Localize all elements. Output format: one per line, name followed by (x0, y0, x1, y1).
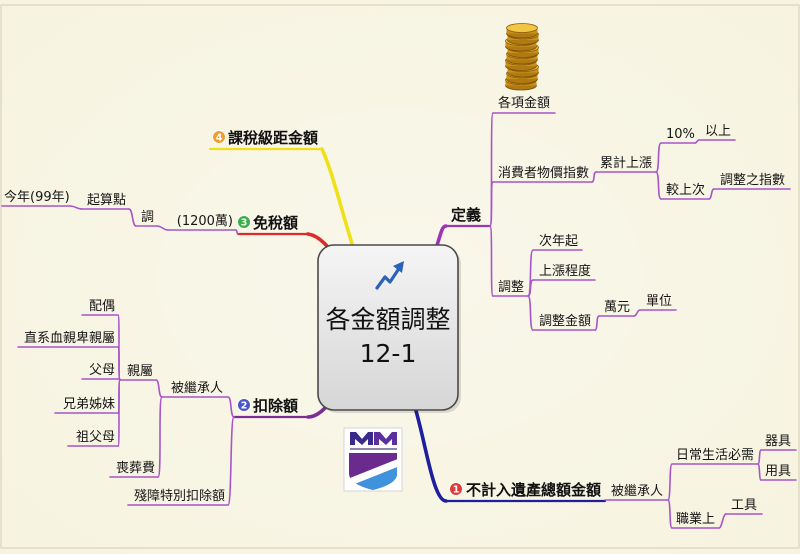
badge-number: 4 (216, 133, 223, 144)
node-decedent-deduction: 被繼承人 (171, 381, 223, 396)
node-adjusted-amount: 調整金額 (539, 313, 591, 329)
badge-4: 4 (212, 130, 226, 144)
node-adjust: 調 (141, 210, 154, 225)
topic-deduction: 扣除額 (253, 397, 298, 415)
logo-shield (349, 453, 397, 490)
connector-line (69, 205, 83, 210)
node-grandparents: 祖父母 (76, 430, 115, 445)
node-this-year: 今年(99年) (4, 189, 70, 205)
logo-microtext-bar (350, 448, 397, 450)
connector-line (489, 181, 494, 227)
node-utensils: 用具 (765, 464, 791, 479)
node-relatives: 親屬 (127, 364, 153, 379)
connector-line (157, 396, 163, 478)
connector-line (655, 171, 662, 200)
node-parents: 父母 (89, 363, 115, 378)
node-daily-necessities: 日常生活必需 (676, 448, 754, 463)
connector-line (227, 416, 235, 506)
connector-line (227, 396, 235, 418)
badge-number: 2 (241, 401, 248, 412)
connector-line (489, 225, 494, 297)
connector-line (718, 513, 727, 529)
node-decedent-excluded: 被繼承人 (611, 484, 663, 499)
badge-3: 3 (237, 215, 251, 229)
connector-line (155, 379, 163, 398)
node-versus-last: 較上次 (666, 182, 705, 198)
badge-1: 1 (449, 482, 463, 496)
badge-number: 3 (241, 218, 248, 229)
node-funeral: 喪葬費 (116, 461, 155, 476)
topic-excluded: 不計入遺產總額金額 (466, 481, 601, 499)
node-above: 以上 (705, 124, 731, 139)
node-disability: 殘障特別扣除額 (134, 488, 225, 504)
node-lineal-descendants: 直系血親卑親屬 (24, 330, 115, 346)
node-adjustment: 調整 (498, 280, 524, 295)
logo-emblem-right (374, 432, 397, 445)
connector-line (655, 142, 662, 173)
central-topic-title: 各金額調整 (325, 305, 450, 334)
node-unit: 單位 (646, 294, 672, 309)
topic-exemption: 免稅額 (253, 214, 298, 232)
node-occupational: 職業上 (676, 511, 715, 527)
coin-stack-icon (505, 23, 539, 91)
university-logo (343, 427, 403, 492)
connector-line (667, 499, 673, 529)
sub-branch-lines (1, 112, 797, 529)
main-label-underlines (208, 147, 607, 503)
node-ten-thousand: 萬元 (604, 300, 630, 315)
connector-line (667, 463, 673, 501)
topic-definition: 定義 (451, 206, 481, 224)
node-cumulative-rise: 累計上漲 (600, 155, 652, 171)
node-amounts: 各項金額 (498, 95, 550, 111)
node-next-year: 次年起 (539, 233, 578, 249)
node-cpi: 消費者物價指數 (498, 166, 589, 181)
connector-line (527, 295, 534, 331)
node-rise-degree: 上漲程度 (539, 263, 591, 279)
page-frame (0, 4, 800, 549)
connector-line (117, 379, 121, 447)
central-topic-subtitle: 12-1 (360, 339, 417, 368)
connector-line (156, 225, 169, 231)
logo-emblem-left (350, 432, 373, 445)
coin (506, 23, 538, 39)
central-topic-box (317, 244, 459, 411)
node-tools: 工具 (731, 498, 757, 513)
topic-tax-bracket: 課稅級距金額 (228, 129, 318, 147)
node-siblings: 兄弟姊妹 (63, 397, 115, 412)
badge-number: 1 (453, 485, 460, 496)
central-topic: 各金額調整 12-1 (317, 244, 461, 413)
node-adjusted-index: 調整之指數 (720, 173, 785, 188)
node-appliances: 器具 (765, 434, 791, 449)
trend-arrow-icon (375, 261, 404, 290)
node-exemption-amount: (1200萬) (177, 214, 233, 229)
connector-line (128, 208, 137, 227)
node-spouse: 配偶 (89, 299, 115, 314)
node-starting-point: 起算點 (87, 193, 126, 208)
node-ten-percent: 10% (666, 127, 695, 142)
badge-2: 2 (237, 398, 251, 412)
